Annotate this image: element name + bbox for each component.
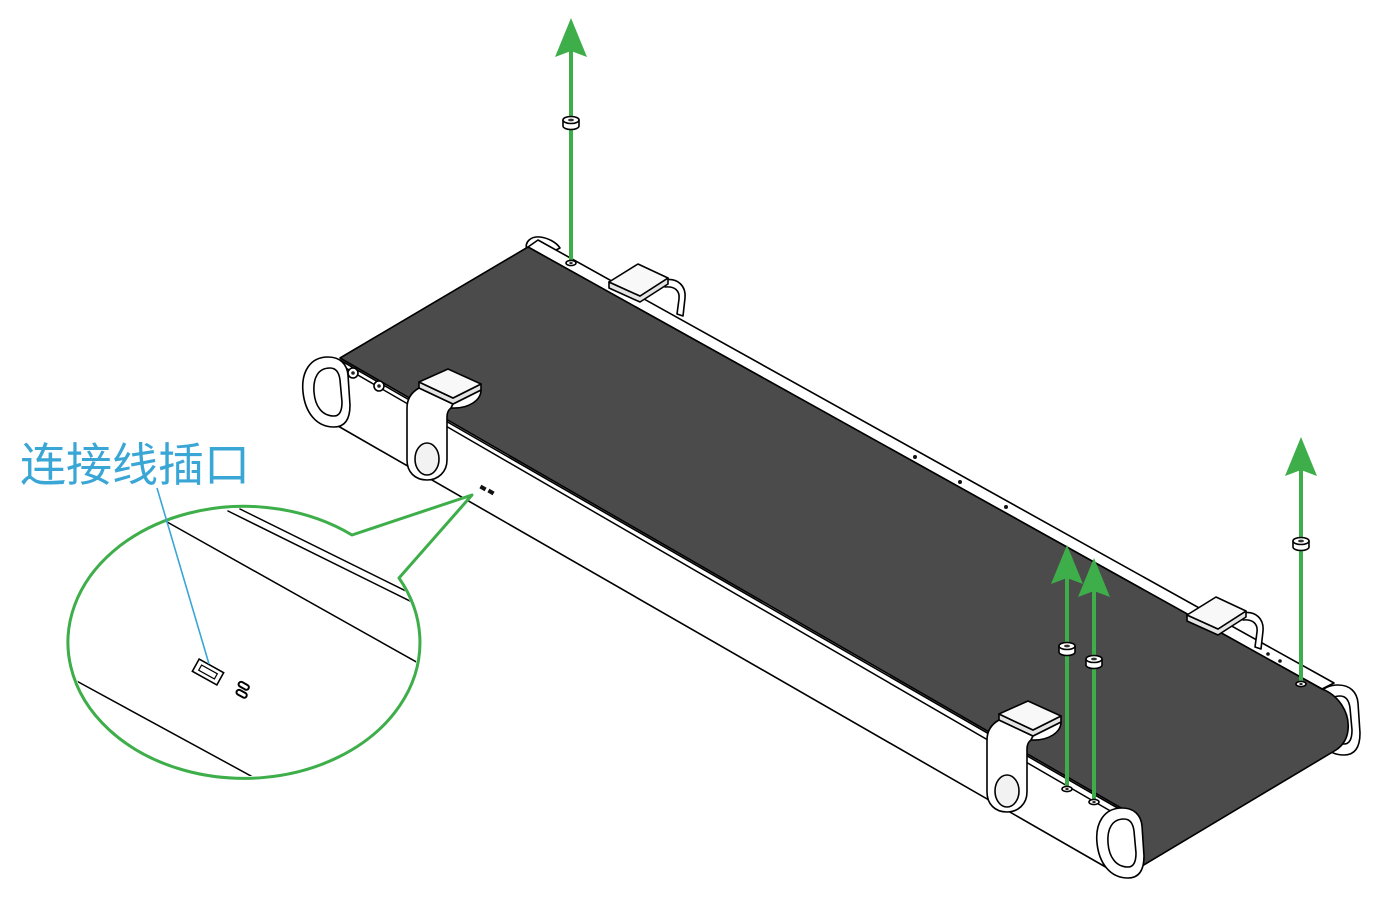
callout-detail [70,508,418,776]
rail-holes [913,455,1282,663]
arrow-up-icon [1051,545,1083,584]
arrow-up-icon [1078,558,1110,597]
callout-label: 连接线插口 [20,438,250,492]
callout-bubble [66,493,474,780]
indicator-marks [235,680,250,699]
front-left-end-cap [301,356,351,428]
conveyor-belt [339,246,1349,867]
arrow-up-icon [1285,437,1317,476]
nut [1292,536,1310,552]
lift-arrow-front-right-a [1051,545,1083,793]
arrow-base-screw [1088,798,1100,806]
lift-arrow-back-left [555,18,587,267]
arrow-base-screw [1295,680,1307,688]
zoom-callout [66,493,474,780]
arrow-base-screw [565,259,577,267]
front-right-end-cap [1095,807,1145,879]
callout-leader-line [156,487,210,665]
arrow-up-icon [555,18,587,57]
end-screws [347,367,385,392]
nut [562,115,580,131]
arrow-base-screw [1061,785,1073,793]
nut [1058,641,1076,657]
nut [1085,654,1103,670]
socket-marks [479,484,495,496]
lift-arrow-front-right-b [1078,558,1110,806]
cable-socket [191,658,225,686]
lift-arrow-back-right [1285,437,1317,688]
